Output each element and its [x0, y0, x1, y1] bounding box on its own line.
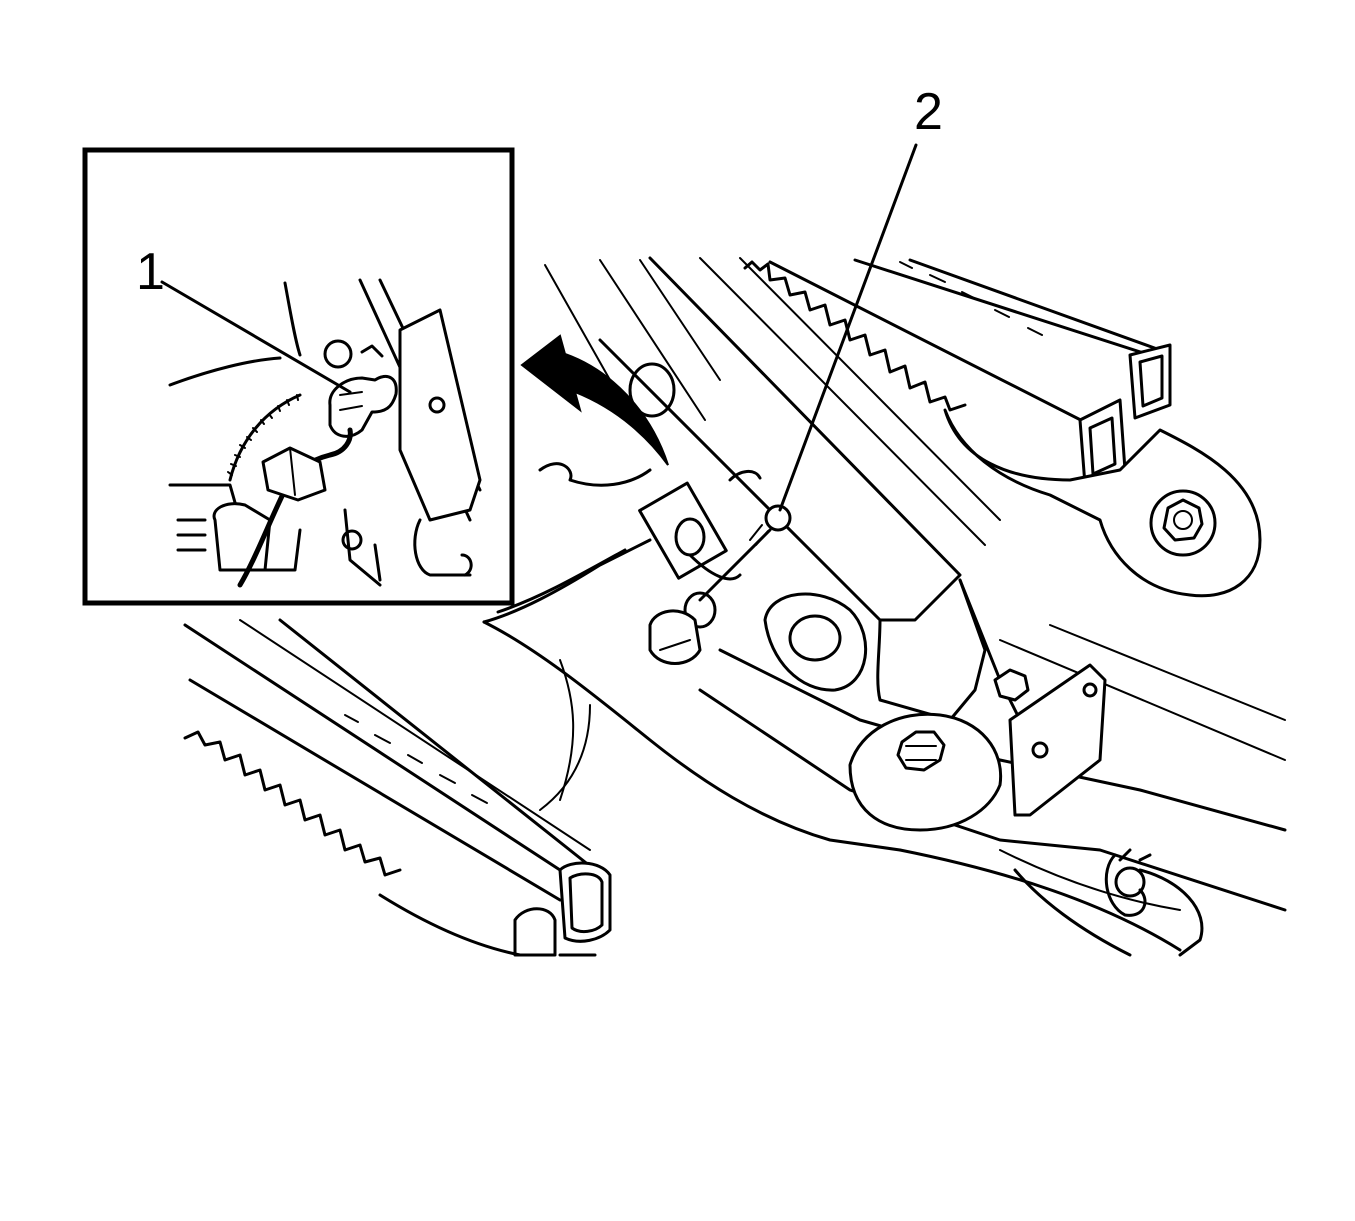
seat-latch-bracket [848, 663, 1107, 832]
upper-right-seat-rail [743, 258, 1262, 598]
floor-pan [482, 259, 1182, 957]
sensor-connector-assembly [638, 481, 792, 665]
lower-left-seat-rail [183, 618, 612, 957]
wire-hook-clip [1104, 848, 1152, 917]
rotation-arrow-icon [520, 334, 669, 466]
callout-label-2: 2 [914, 83, 943, 141]
rail-cutout [763, 592, 867, 692]
callout-label-1: 1 [136, 243, 165, 301]
detail-inset [82, 147, 515, 606]
leader-line-2 [778, 143, 918, 512]
cross-member [698, 624, 1287, 957]
